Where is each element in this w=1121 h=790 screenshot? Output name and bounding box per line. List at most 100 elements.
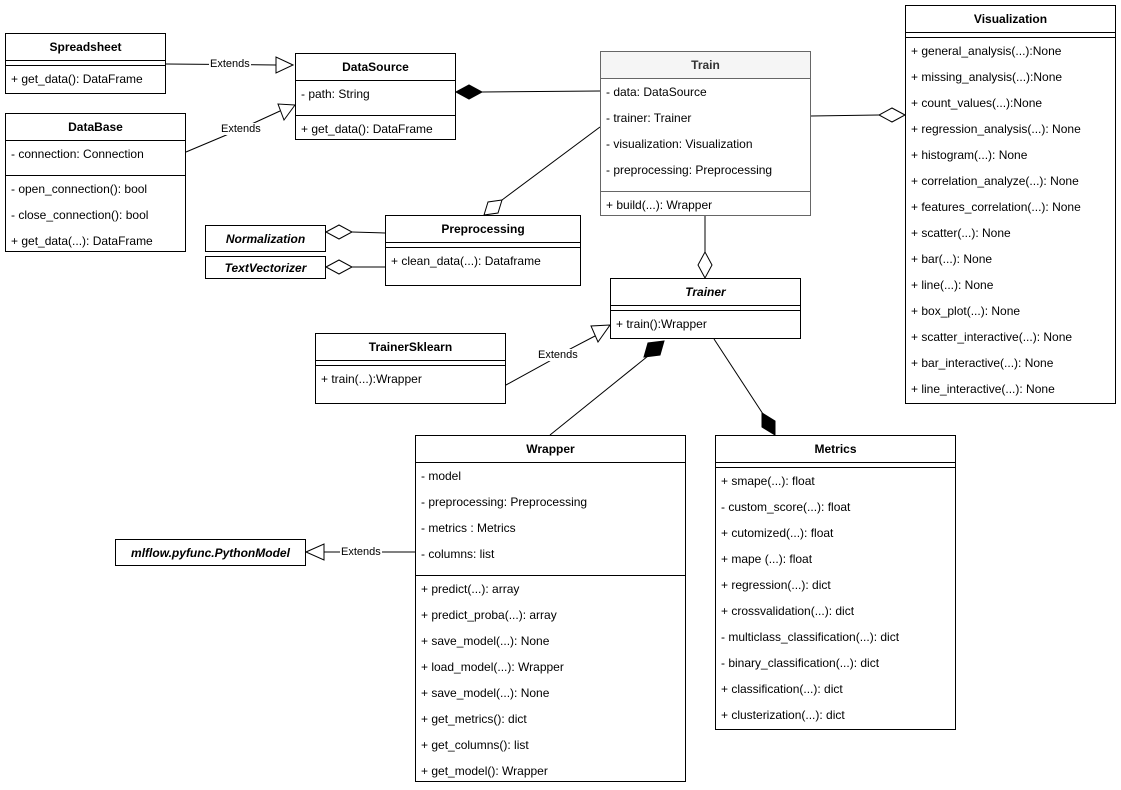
edge-textvectorizer-preprocessing	[324, 259, 385, 275]
edge-train-trainer	[697, 216, 713, 280]
method: + line(...): None	[911, 278, 994, 292]
attributes-section: - connection: Connection	[6, 141, 185, 175]
class-trainer[interactable]: Trainer + train():Wrapper	[610, 278, 801, 339]
class-name: Trainer	[611, 279, 800, 306]
method: + mape (...): float	[721, 552, 813, 566]
method: + cutomized(...): float	[721, 526, 834, 540]
class-textvectorizer[interactable]: TextVectorizer	[205, 256, 326, 279]
attribute: - trainer: Trainer	[606, 111, 692, 125]
edge-train-visualization	[810, 107, 907, 123]
method: + clean_data(...): Dataframe	[391, 254, 541, 268]
class-trainersklearn[interactable]: TrainerSklearn + train(...):Wrapper	[315, 333, 506, 404]
edge-trainer-wrapper	[549, 340, 665, 436]
attribute: - preprocessing: Preprocessing	[421, 495, 588, 509]
attribute: - visualization: Visualization	[606, 137, 753, 151]
method: + bar_interactive(...): None	[911, 356, 1054, 370]
attributes-section: - model - preprocessing: Preprocessing -…	[416, 463, 685, 575]
class-name: Metrics	[716, 436, 955, 463]
class-name: Train	[601, 52, 810, 79]
methods-section: + build(...): Wrapper	[601, 191, 810, 218]
method: + get_data(): DataFrame	[11, 72, 143, 86]
class-spreadsheet[interactable]: Spreadsheet + get_data(): DataFrame	[5, 33, 166, 94]
method: + build(...): Wrapper	[606, 198, 713, 212]
class-metrics[interactable]: Metrics + smape(...): float - custom_sco…	[715, 435, 956, 730]
attribute: - connection: Connection	[11, 147, 144, 161]
method: + missing_analysis(...):None	[911, 70, 1063, 84]
class-normalization[interactable]: Normalization	[205, 225, 326, 252]
method: + load_model(...): Wrapper	[421, 660, 564, 674]
methods-section: + clean_data(...): Dataframe	[386, 247, 580, 274]
method: + regression(...): dict	[721, 578, 831, 592]
method: + scatter_interactive(...): None	[911, 330, 1073, 344]
method: + clusterization(...): dict	[721, 708, 845, 722]
methods-section: + predict(...): array + predict_proba(..…	[416, 575, 685, 784]
attribute: - model	[421, 469, 462, 483]
hollow-triangle-arrow	[277, 103, 296, 122]
attribute: - metrics : Metrics	[421, 521, 516, 535]
method: + get_columns(): list	[421, 738, 529, 752]
class-name: TrainerSklearn	[316, 334, 505, 361]
hollow-triangle-arrow	[304, 543, 325, 561]
method: - custom_score(...): float	[721, 500, 851, 514]
class-name: Preprocessing	[386, 216, 580, 243]
hollow-diamond	[697, 250, 713, 280]
method: + histogram(...): None	[911, 148, 1028, 162]
hollow-diamond	[483, 199, 503, 216]
class-name: Wrapper	[416, 436, 685, 463]
class-visualization[interactable]: Visualization + general_analysis(...):No…	[905, 5, 1116, 404]
method: + general_analysis(...):None	[911, 44, 1062, 58]
methods-section: + smape(...): float - custom_score(...):…	[716, 467, 955, 728]
class-train[interactable]: Train - data: DataSource - trainer: Trai…	[600, 51, 811, 216]
method: + save_model(...): None	[421, 634, 550, 648]
method: + scatter(...): None	[911, 226, 1011, 240]
class-name: mlflow.pyfunc.PythonModel	[131, 545, 290, 560]
hollow-diamond	[324, 259, 354, 275]
method: + line_interactive(...): None	[911, 382, 1055, 396]
method: + crossvalidation(...): dict	[721, 604, 855, 618]
edge-label-extends: Extends	[537, 349, 579, 361]
class-name: Visualization	[906, 6, 1115, 33]
hollow-triangle-arrow	[590, 324, 612, 344]
attribute: - data: DataSource	[606, 85, 707, 99]
method: + count_values(...):None	[911, 96, 1043, 110]
filled-diamond	[454, 84, 484, 100]
method: + predict_proba(...): array	[421, 608, 557, 622]
method: + box_plot(...): None	[911, 304, 1021, 318]
class-name: Normalization	[225, 231, 306, 246]
hollow-triangle-arrow	[275, 56, 295, 74]
class-name: TextVectorizer	[224, 260, 307, 275]
attribute: - columns: list	[421, 547, 495, 561]
method: + smape(...): float	[721, 474, 815, 488]
class-wrapper[interactable]: Wrapper - model - preprocessing: Preproc…	[415, 435, 686, 782]
edge-trainer-metrics	[713, 338, 776, 436]
attributes-section: - data: DataSource - trainer: Trainer - …	[601, 79, 810, 191]
methods-section: + get_data(): DataFrame	[296, 115, 455, 142]
methods-section: + general_analysis(...):None + missing_a…	[906, 37, 1115, 402]
method: + regression_analysis(...): None	[911, 122, 1081, 136]
methods-section: + train():Wrapper	[611, 310, 800, 337]
edge-label-extends: Extends	[340, 546, 382, 558]
class-name: DataBase	[6, 114, 185, 141]
edge-label-extends: Extends	[220, 123, 262, 135]
class-pythonmodel[interactable]: mlflow.pyfunc.PythonModel	[115, 539, 306, 566]
method: - binary_classification(...): dict	[721, 656, 880, 670]
edge-label-extends: Extends	[209, 58, 251, 70]
edge-normalization-preprocessing	[324, 224, 386, 240]
class-datasource[interactable]: DataSource - path: String + get_data(): …	[295, 53, 456, 140]
method: + classification(...): dict	[721, 682, 843, 696]
class-database[interactable]: DataBase - connection: Connection - open…	[5, 113, 186, 252]
attribute: - path: String	[301, 87, 370, 101]
method: + get_metrics(): dict	[421, 712, 527, 726]
method: + get_model(): Wrapper	[421, 764, 548, 778]
attribute: - preprocessing: Preprocessing	[606, 163, 773, 177]
hollow-diamond	[324, 224, 354, 240]
class-name: Spreadsheet	[6, 34, 165, 61]
method: - open_connection(): bool	[11, 182, 148, 196]
method: + get_data(): DataFrame	[301, 122, 433, 136]
hollow-diamond	[877, 107, 907, 123]
class-preprocessing[interactable]: Preprocessing + clean_data(...): Datafra…	[385, 215, 581, 286]
filled-diamond	[643, 340, 665, 358]
method: + bar(...): None	[911, 252, 993, 266]
